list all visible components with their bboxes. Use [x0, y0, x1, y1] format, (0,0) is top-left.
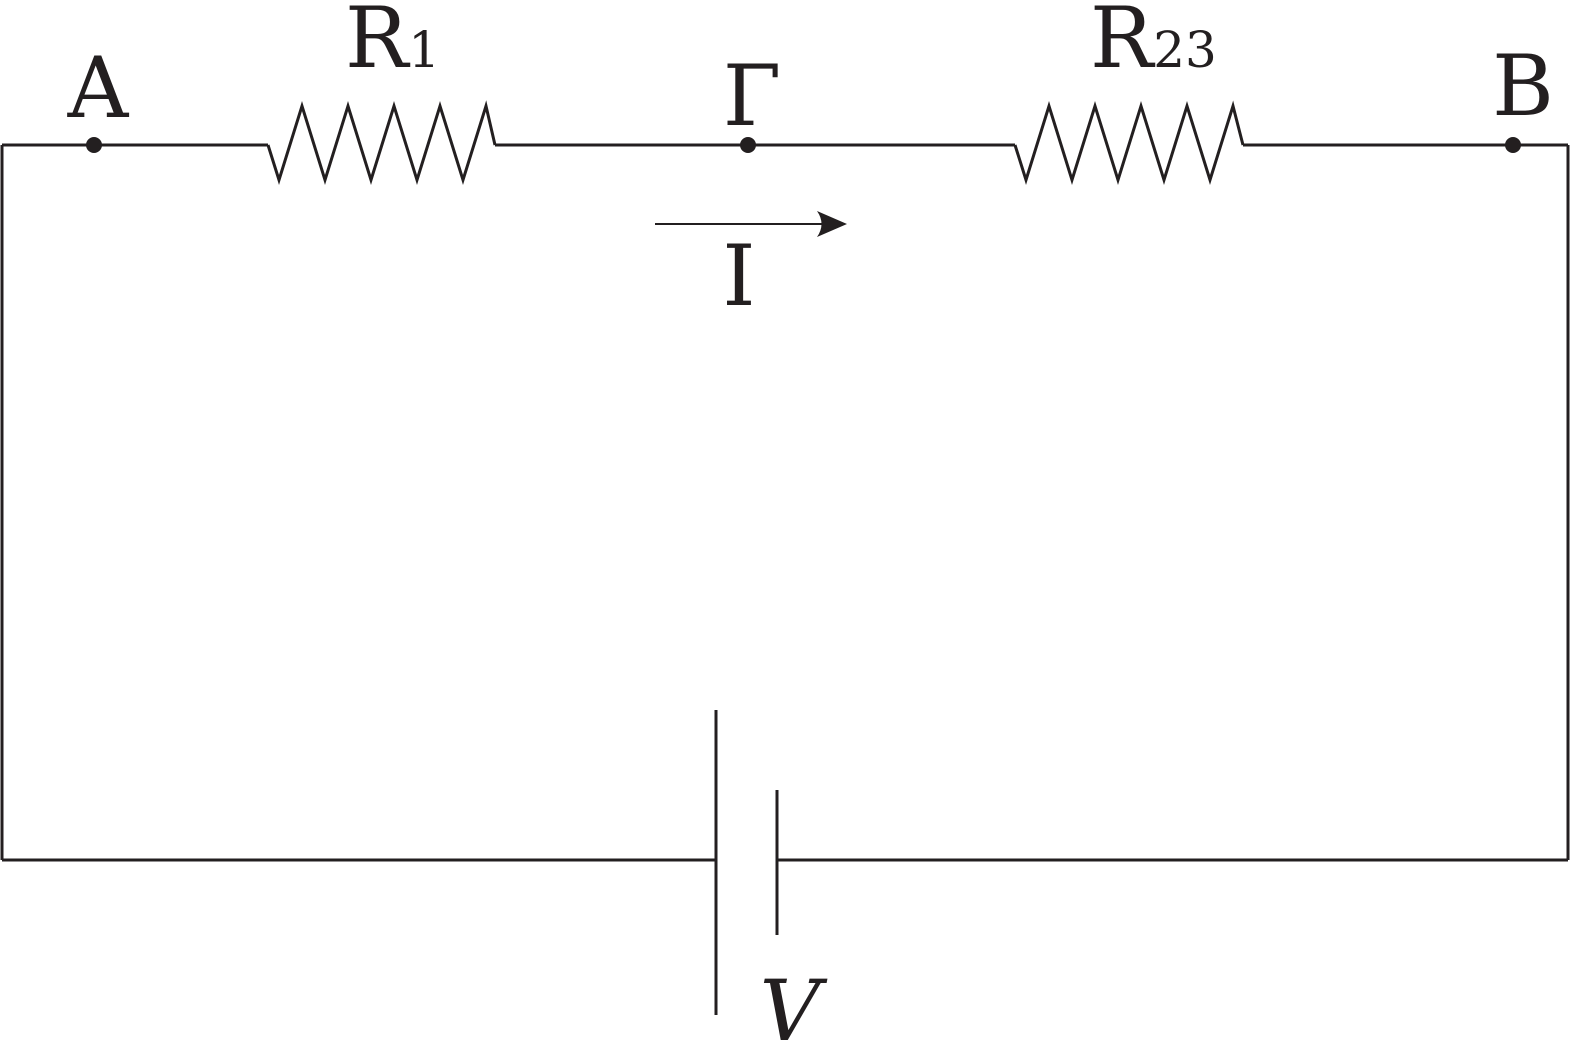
resistor-r1-letter: R [345, 0, 411, 87]
resistor-r1 [266, 100, 497, 186]
resistor-r1-label: R1 [345, 0, 440, 87]
current-label: I [722, 227, 755, 325]
node-a-label: A [67, 39, 130, 137]
node-gamma-dot [740, 137, 756, 153]
resistor-r23-letter: R [1090, 0, 1156, 87]
current-arrow-icon [655, 211, 847, 237]
node-gamma-label: Γ [723, 47, 781, 145]
node-b-label: B [1492, 37, 1554, 135]
resistor-r23-label: R23 [1090, 0, 1217, 87]
voltage-label: V [760, 962, 828, 1045]
node-a-dot [86, 137, 102, 153]
battery [714, 710, 779, 1015]
resistor-r1-subscript: 1 [408, 21, 440, 79]
node-b-dot [1505, 137, 1521, 153]
resistor-r23 [1013, 100, 1245, 186]
resistor-r23-subscript: 23 [1153, 21, 1217, 79]
